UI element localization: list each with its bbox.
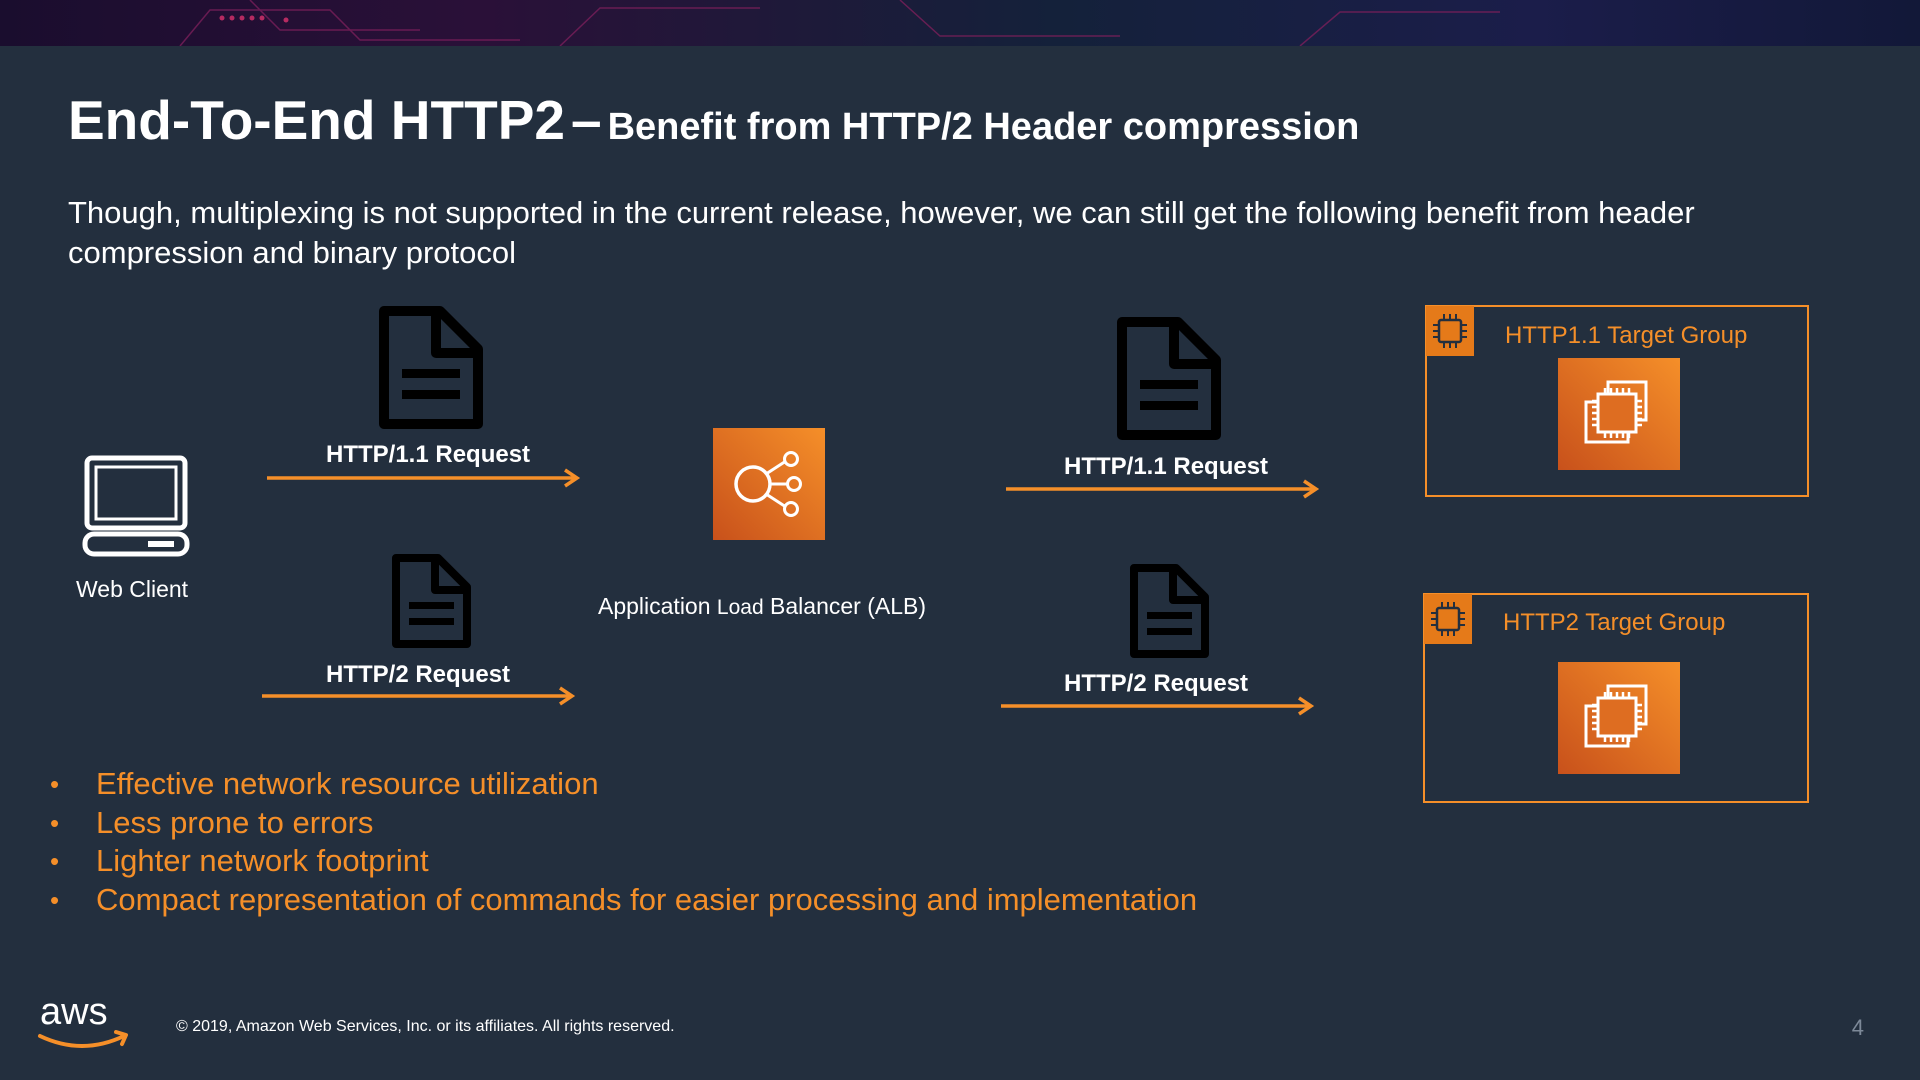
document-icon [1116,316,1222,441]
load-balancer-icon [713,428,825,540]
web-client-label: Web Client [76,576,189,602]
intro-text: Though, multiplexing is not supported in… [68,195,1695,270]
left-http2-request-label: HTTP/2 Request [326,661,511,688]
title-dash: – [570,89,602,151]
title-subtitle: Benefit from HTTP/2 Header compression [607,106,1360,148]
copyright-text: © 2019, Amazon Web Services, Inc. or its… [176,1018,675,1035]
list-item: Compact representation of commands for e… [50,881,1197,920]
http11-target-group-label: HTTP1.1 Target Group [1505,322,1748,349]
chip-icon [1424,594,1472,644]
list-item: Less prone to errors [50,804,1197,843]
aws-logo-text: aws [40,991,108,1033]
http2-target-group-label: HTTP2 Target Group [1503,609,1726,636]
alb-label-part: Load [716,596,764,619]
aws-logo: aws [36,990,136,1061]
right-http2-arrow [1001,695,1317,717]
alb-label-part: Application [598,593,717,619]
benefits-list: Effective network resource utilization L… [50,765,1197,919]
left-http11-arrow [267,467,583,489]
page-number: 4 [1851,1015,1864,1040]
alb-label-part: Balancer (ALB) [763,593,926,619]
right-http11-arrow [1006,478,1322,500]
ec2-instance-icon [1558,662,1680,774]
document-icon [391,553,472,649]
chip-icon [1426,306,1474,356]
right-http11-request-label: HTTP/1.1 Request [1064,453,1269,480]
http2-target-group: HTTP2 Target Group [1423,593,1809,803]
header-banner [0,0,1920,46]
left-http11-request-label: HTTP/1.1 Request [326,441,531,468]
document-icon [1129,563,1210,659]
alb-label: Application Load Balancer (ALB) [598,593,926,620]
http11-target-group: HTTP1.1 Target Group [1425,305,1809,497]
ec2-instance-icon [1558,358,1680,470]
list-item: Lighter network footprint [50,842,1197,881]
title-main: End-To-End HTTP2 [68,89,565,151]
list-item: Effective network resource utilization [50,765,1197,804]
laptop-icon [82,455,190,557]
document-icon [378,305,484,430]
left-http2-arrow [262,685,578,707]
right-http2-request-label: HTTP/2 Request [1064,670,1249,697]
slide-title: End-To-End HTTP2–Benefit from HTTP/2 Hea… [68,88,1359,152]
